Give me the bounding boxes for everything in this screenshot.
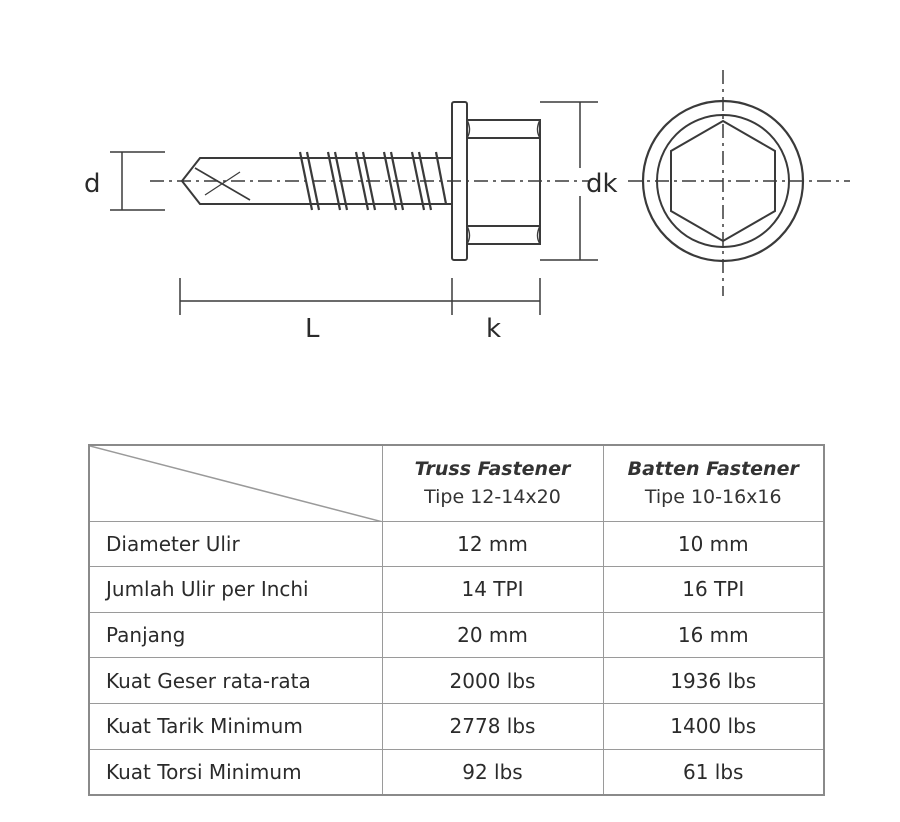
cell-value: 14 TPI — [381, 566, 604, 613]
row-label: Jumlah Ulir per Inchi — [88, 566, 383, 613]
specification-table: Truss Fastener Tipe 12-14x20 Batten Fast… — [88, 444, 825, 796]
column-name: Truss Fastener — [414, 458, 571, 481]
dimension-d — [110, 151, 165, 211]
table-row: Jumlah Ulir per Inchi 14 TPI 16 TPI — [88, 566, 825, 613]
table-row: Diameter Ulir 12 mm 10 mm — [88, 520, 825, 568]
corner-cell — [88, 444, 383, 522]
column-type: Tipe 12-14x20 — [424, 486, 561, 509]
cell-value: 2000 lbs — [381, 657, 604, 705]
column-type: Tipe 10-16x16 — [644, 486, 782, 509]
cell-value: 20 mm — [381, 611, 604, 659]
row-label: Kuat Geser rata-rata — [88, 657, 383, 705]
row-label: Panjang — [88, 611, 383, 659]
cell-value: 1400 lbs — [602, 703, 825, 750]
dimension-dk — [540, 101, 598, 261]
cell-value: 10 mm — [602, 520, 825, 568]
dimension-length — [179, 278, 541, 315]
label-dk: dk — [586, 169, 618, 199]
column-name: Batten Fastener — [627, 458, 799, 481]
corner-diagonal — [90, 446, 383, 522]
cell-value: 12 mm — [381, 520, 604, 568]
column-header-truss: Truss Fastener Tipe 12-14x20 — [381, 444, 604, 522]
cell-value: 2778 lbs — [381, 703, 604, 750]
row-label: Kuat Torsi Minimum — [88, 748, 383, 796]
washer-flange — [451, 101, 468, 261]
cell-value: 92 lbs — [381, 748, 604, 796]
label-L: L — [305, 314, 320, 344]
screw-technical-drawing: d dk L k — [84, 70, 850, 344]
hex-head-front-view — [628, 70, 850, 296]
row-label: Kuat Tarik Minimum — [88, 703, 383, 750]
column-header-batten: Batten Fastener Tipe 10-16x16 — [602, 444, 825, 522]
cell-value: 61 lbs — [602, 748, 825, 796]
table-row: Kuat Torsi Minimum 92 lbs 61 lbs — [88, 748, 825, 796]
drill-point — [180, 157, 300, 205]
hex-head-side — [467, 119, 541, 245]
label-k: k — [486, 314, 501, 344]
row-label: Diameter Ulir — [88, 520, 383, 568]
table-header-row: Truss Fastener Tipe 12-14x20 Batten Fast… — [88, 444, 825, 522]
cell-value: 16 TPI — [602, 566, 825, 613]
label-d: d — [84, 169, 101, 199]
table-row: Kuat Geser rata-rata 2000 lbs 1936 lbs — [88, 657, 825, 705]
cell-value: 1936 lbs — [602, 657, 825, 705]
screw-threads — [298, 151, 448, 211]
cell-value: 16 mm — [602, 611, 825, 659]
table-row: Panjang 20 mm 16 mm — [88, 611, 825, 659]
table-row: Kuat Tarik Minimum 2778 lbs 1400 lbs — [88, 703, 825, 750]
